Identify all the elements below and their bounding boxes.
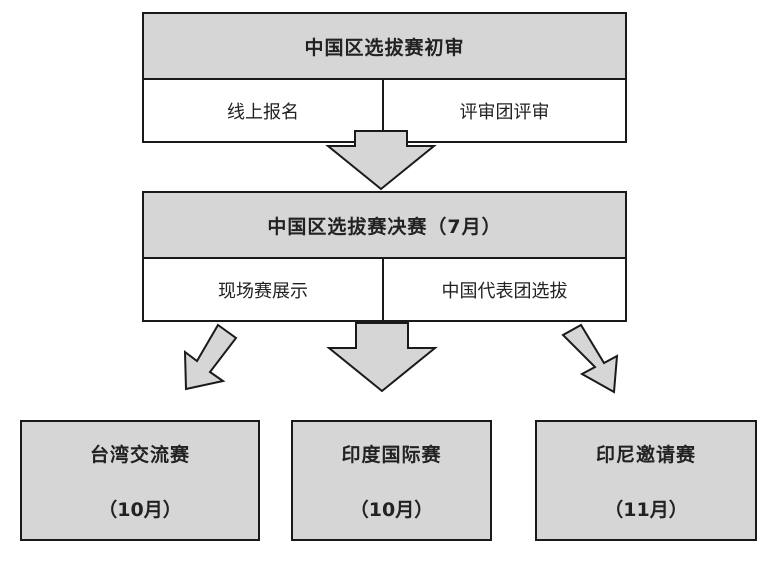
stage-final-title: 中国区选拔赛决赛（7月） <box>144 193 625 259</box>
arrow-down-right-icon <box>561 323 619 394</box>
stage-preliminary-title: 中国区选拔赛初审 <box>144 14 625 80</box>
step-online-registration: 线上报名 <box>144 80 384 141</box>
step-delegation-selection: 中国代表团选拔 <box>384 259 625 320</box>
stage-preliminary-review: 中国区选拔赛初审 线上报名 评审团评审 <box>142 12 627 143</box>
event-name: 印度国际赛 <box>341 443 442 466</box>
arrow-down-icon <box>325 130 437 191</box>
event-name: 台湾交流赛 <box>89 443 190 466</box>
step-jury-review: 评审团评审 <box>384 80 625 141</box>
step-onsite-showcase: 现场赛展示 <box>144 259 384 320</box>
event-date: （11月） <box>604 498 688 521</box>
event-taiwan-exchange: 台湾交流赛 （10月） <box>20 420 260 541</box>
event-date: （10月） <box>349 498 434 521</box>
arrow-down-left-icon <box>183 323 238 391</box>
event-india-international: 印度国际赛 （10月） <box>291 420 492 541</box>
event-indonesia-invitational: 印尼邀请赛 （11月） <box>535 420 757 541</box>
arrow-down-icon <box>326 322 438 393</box>
event-date: （10月） <box>98 498 182 521</box>
event-name: 印尼邀请赛 <box>595 443 696 466</box>
stage-final: 中国区选拔赛决赛（7月） 现场赛展示 中国代表团选拔 <box>142 191 627 322</box>
